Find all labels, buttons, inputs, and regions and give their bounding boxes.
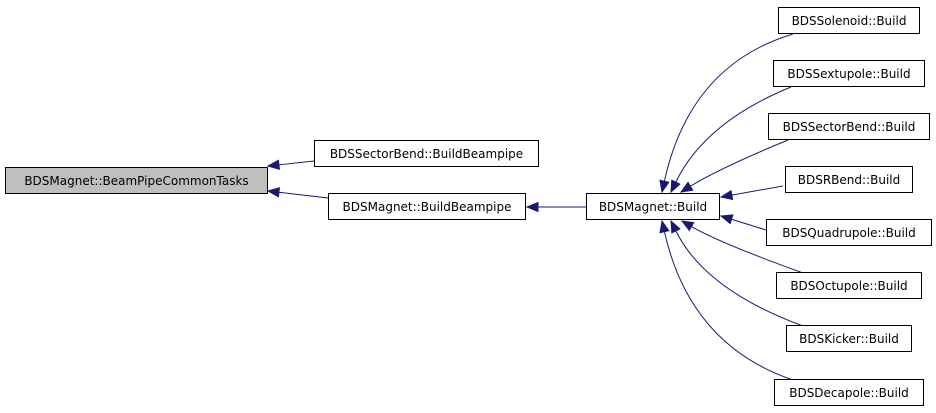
node-root[interactable]: BDSMagnet::BeamPipeCommonTasks (5, 167, 268, 194)
edge-line (675, 230, 804, 327)
node-label: BDSOctupole::Build (790, 279, 907, 293)
node-rbend-build[interactable]: BDSRBend::Build (785, 166, 913, 193)
node-label: BDSSectorBend::BuildBeampipe (330, 147, 523, 161)
node-label: BDSQuadrupole::Build (782, 226, 916, 240)
node-label: BDSMagnet::BuildBeampipe (343, 200, 512, 214)
node-sectorbend-buildbeampipe[interactable]: BDSSectorBend::BuildBeampipe (314, 140, 539, 167)
edge-kicker_build-to-magnet_build (670, 219, 804, 327)
edge-magnet_build-to-magnet_buildbeampipe (525, 201, 587, 213)
edges-layer (266, 33, 804, 381)
edge-sextupole_build-to-magnet_build (670, 86, 792, 194)
node-label: BDSDecapole::Build (789, 386, 909, 400)
node-label: BDSRBend::Build (798, 173, 900, 187)
arrowhead (266, 159, 280, 170)
edge-line (691, 226, 804, 274)
arrowhead (719, 189, 734, 201)
edge-rbend_build-to-magnet_build (719, 185, 784, 201)
nodes-layer: BDSMagnet::BeamPipeCommonTasks BDSSector… (5, 7, 932, 406)
node-sectorbend-build[interactable]: BDSSectorBend::Build (768, 113, 930, 140)
node-decapole-build[interactable]: BDSDecapole::Build (774, 379, 924, 406)
node-octupole-build[interactable]: BDSOctupole::Build (776, 272, 922, 299)
edge-magnet_buildbeampipe-to-root (266, 187, 329, 199)
arrowhead (679, 181, 694, 193)
edge-quadrupole_build-to-magnet_build (719, 214, 767, 231)
arrowhead (670, 179, 681, 194)
node-magnet-buildbeampipe[interactable]: BDSMagnet::BuildBeampipe (328, 193, 526, 220)
node-solenoid-build[interactable]: BDSSolenoid::Build (778, 7, 920, 34)
edge-line (663, 231, 794, 381)
node-magnet-build[interactable]: BDSMagnet::Build (586, 193, 720, 220)
node-label: BDSSolenoid::Build (792, 14, 907, 28)
arrowhead (719, 214, 734, 225)
edge-line (731, 185, 784, 196)
node-label: BDSMagnet::Build (599, 200, 707, 214)
node-quadrupole-build[interactable]: BDSQuadrupole::Build (766, 219, 932, 246)
arrowhead (266, 187, 281, 198)
edge-decapole_build-to-magnet_build (659, 219, 794, 381)
node-label: BDSSectorBend::Build (783, 120, 916, 134)
edge-octupole_build-to-magnet_build (680, 220, 804, 274)
node-label: BDSSextupole::Build (787, 67, 910, 81)
edge-line (675, 86, 792, 183)
node-kicker-build[interactable]: BDSKicker::Build (786, 325, 912, 352)
arrowhead (525, 201, 539, 213)
arrowhead (670, 219, 681, 234)
edge-line (731, 218, 767, 231)
edge-line (663, 33, 794, 182)
arrowhead (659, 179, 670, 194)
edge-solenoid_build-to-magnet_build (659, 33, 794, 194)
arrowhead (659, 219, 670, 234)
edge-line (278, 160, 315, 166)
node-sextupole-build[interactable]: BDSSextupole::Build (773, 60, 925, 87)
edge-sectorbend_buildbeampipe-to-root (266, 159, 315, 170)
node-label: BDSKicker::Build (799, 332, 899, 346)
node-label: BDSMagnet::BeamPipeCommonTasks (24, 174, 248, 188)
edge-line (690, 139, 789, 187)
arrowhead (680, 220, 695, 232)
edge-sectorbend_build-to-magnet_build (679, 139, 789, 193)
edge-line (278, 191, 329, 199)
